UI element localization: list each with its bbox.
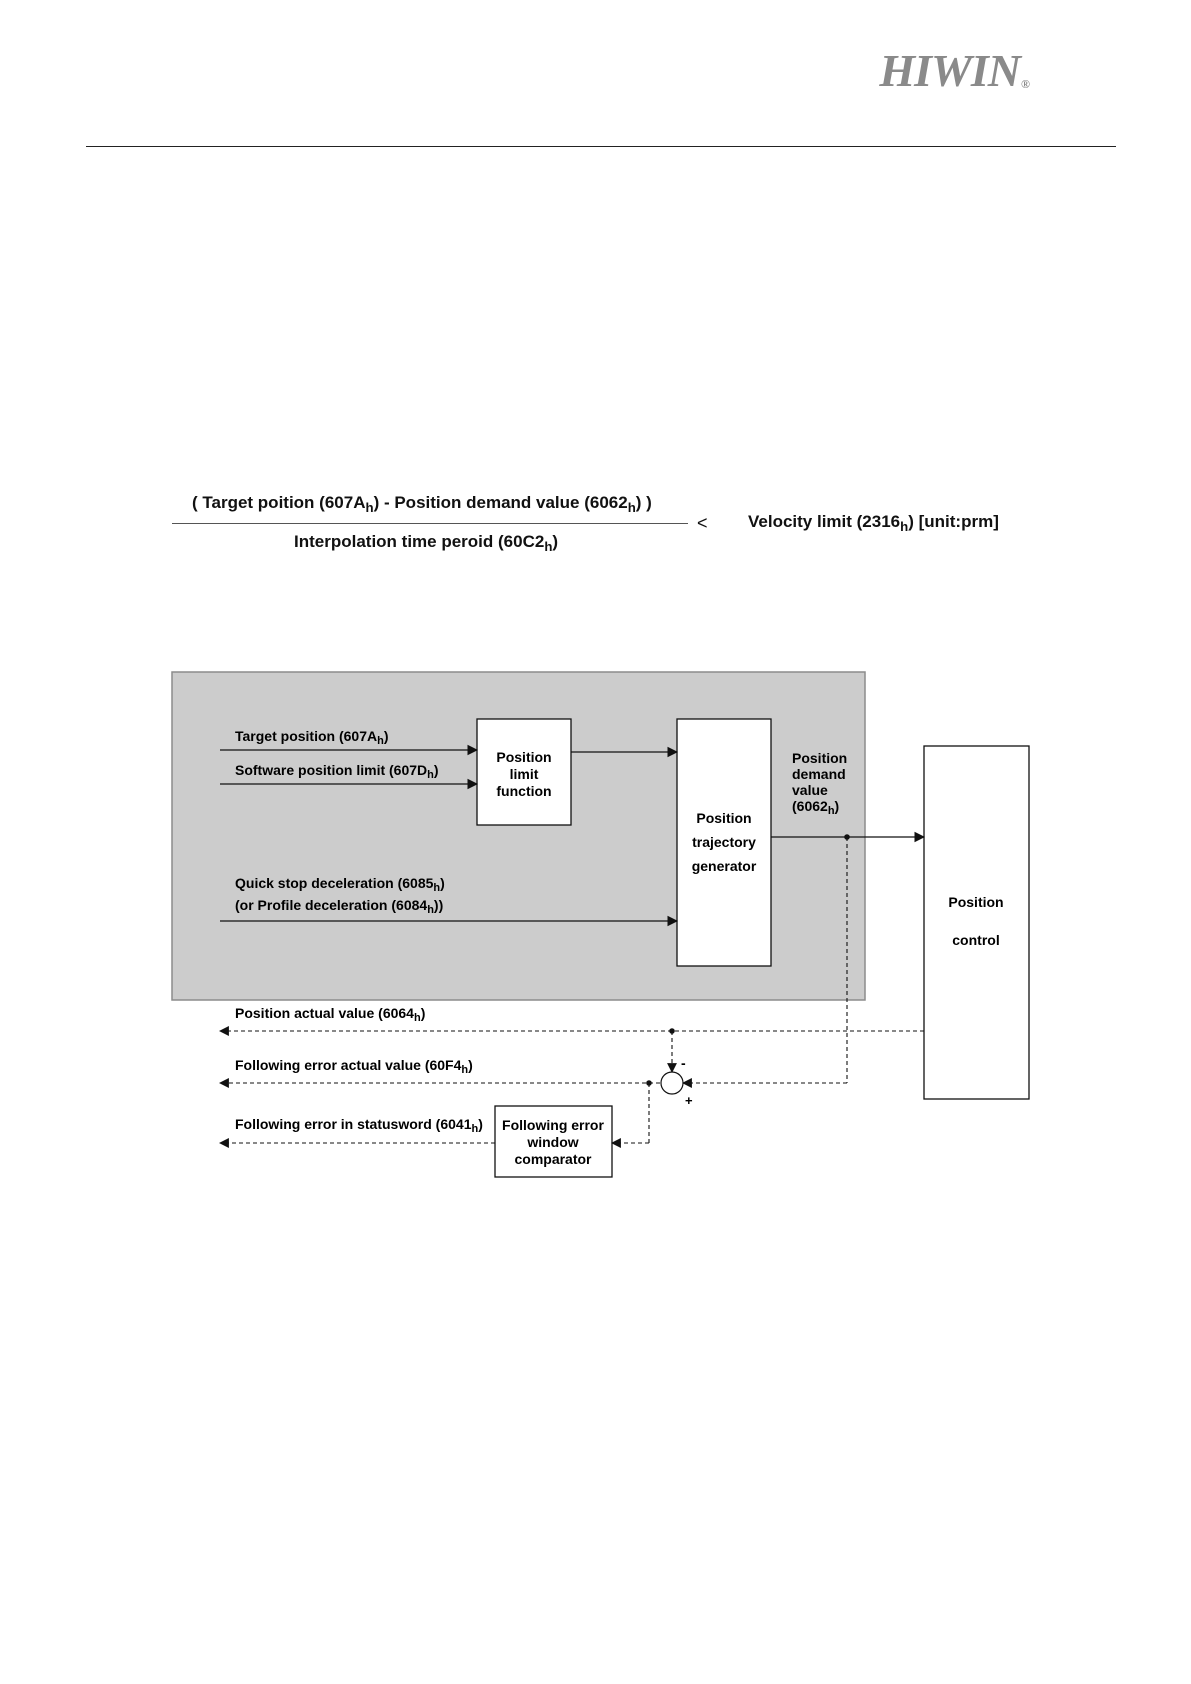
position-limit-function-block: [476, 718, 572, 826]
hiwin-logo: HIWIN®: [879, 45, 1030, 96]
profile-deceleration-label: (or Profile deceleration (6084h)): [235, 897, 443, 916]
position-limit-label-3: function: [496, 783, 551, 799]
position-control-block: [923, 745, 1030, 1100]
demand-label-1: Position: [792, 750, 847, 766]
header-rule: [86, 146, 1116, 147]
trajectory-label-1: Position: [696, 810, 751, 826]
target-position-label: Target position (607Ah): [235, 728, 389, 747]
quick-stop-deceleration-label: Quick stop deceleration (6085h): [235, 875, 445, 894]
comparator-label-2: window: [526, 1134, 578, 1150]
position-control-label-1: Position: [948, 894, 1003, 910]
summing-plus-sign: +: [685, 1093, 693, 1108]
position-limit-label-1: Position: [496, 749, 551, 765]
position-trajectory-generator-block: [676, 718, 772, 967]
equation-operator: <: [697, 513, 708, 533]
equation-denominator: Interpolation time peroid (60C2h): [294, 532, 559, 555]
summing-minus-sign: -: [681, 1055, 686, 1071]
software-position-limit-label: Software position limit (607Dh): [235, 762, 439, 781]
equation-fraction-bar: [172, 523, 688, 524]
position-control-label-2: control: [952, 932, 999, 948]
registered-mark: ®: [1021, 77, 1030, 91]
trajectory-label-2: trajectory: [692, 834, 756, 850]
demand-branch-dot: [844, 834, 850, 840]
actual-branch-dot: [669, 1028, 675, 1034]
comparator-label-3: comparator: [514, 1151, 592, 1167]
trajectory-label-3: generator: [692, 858, 757, 874]
equation-numerator: ( Target poition (607Ah) - Position dema…: [192, 493, 652, 516]
following-error-window-comparator-block: [494, 1105, 613, 1178]
summing-junction: [660, 1071, 684, 1095]
error-branch-dot: [646, 1080, 652, 1086]
demand-label-4: (6062h): [792, 798, 839, 817]
position-actual-value-label: Position actual value (6064h): [235, 1005, 425, 1024]
position-limit-label-2: limit: [510, 766, 539, 782]
comparator-label-1: Following error: [502, 1117, 604, 1133]
demand-label-2: demand: [792, 766, 846, 782]
equation-rhs: Velocity limit (2316h) [unit:prm]: [748, 512, 999, 535]
following-error-actual-value-label: Following error actual value (60F4h): [235, 1057, 473, 1076]
demand-label-3: value: [792, 782, 828, 798]
following-error-statusword-label: Following error in statusword (6041h): [235, 1116, 483, 1135]
